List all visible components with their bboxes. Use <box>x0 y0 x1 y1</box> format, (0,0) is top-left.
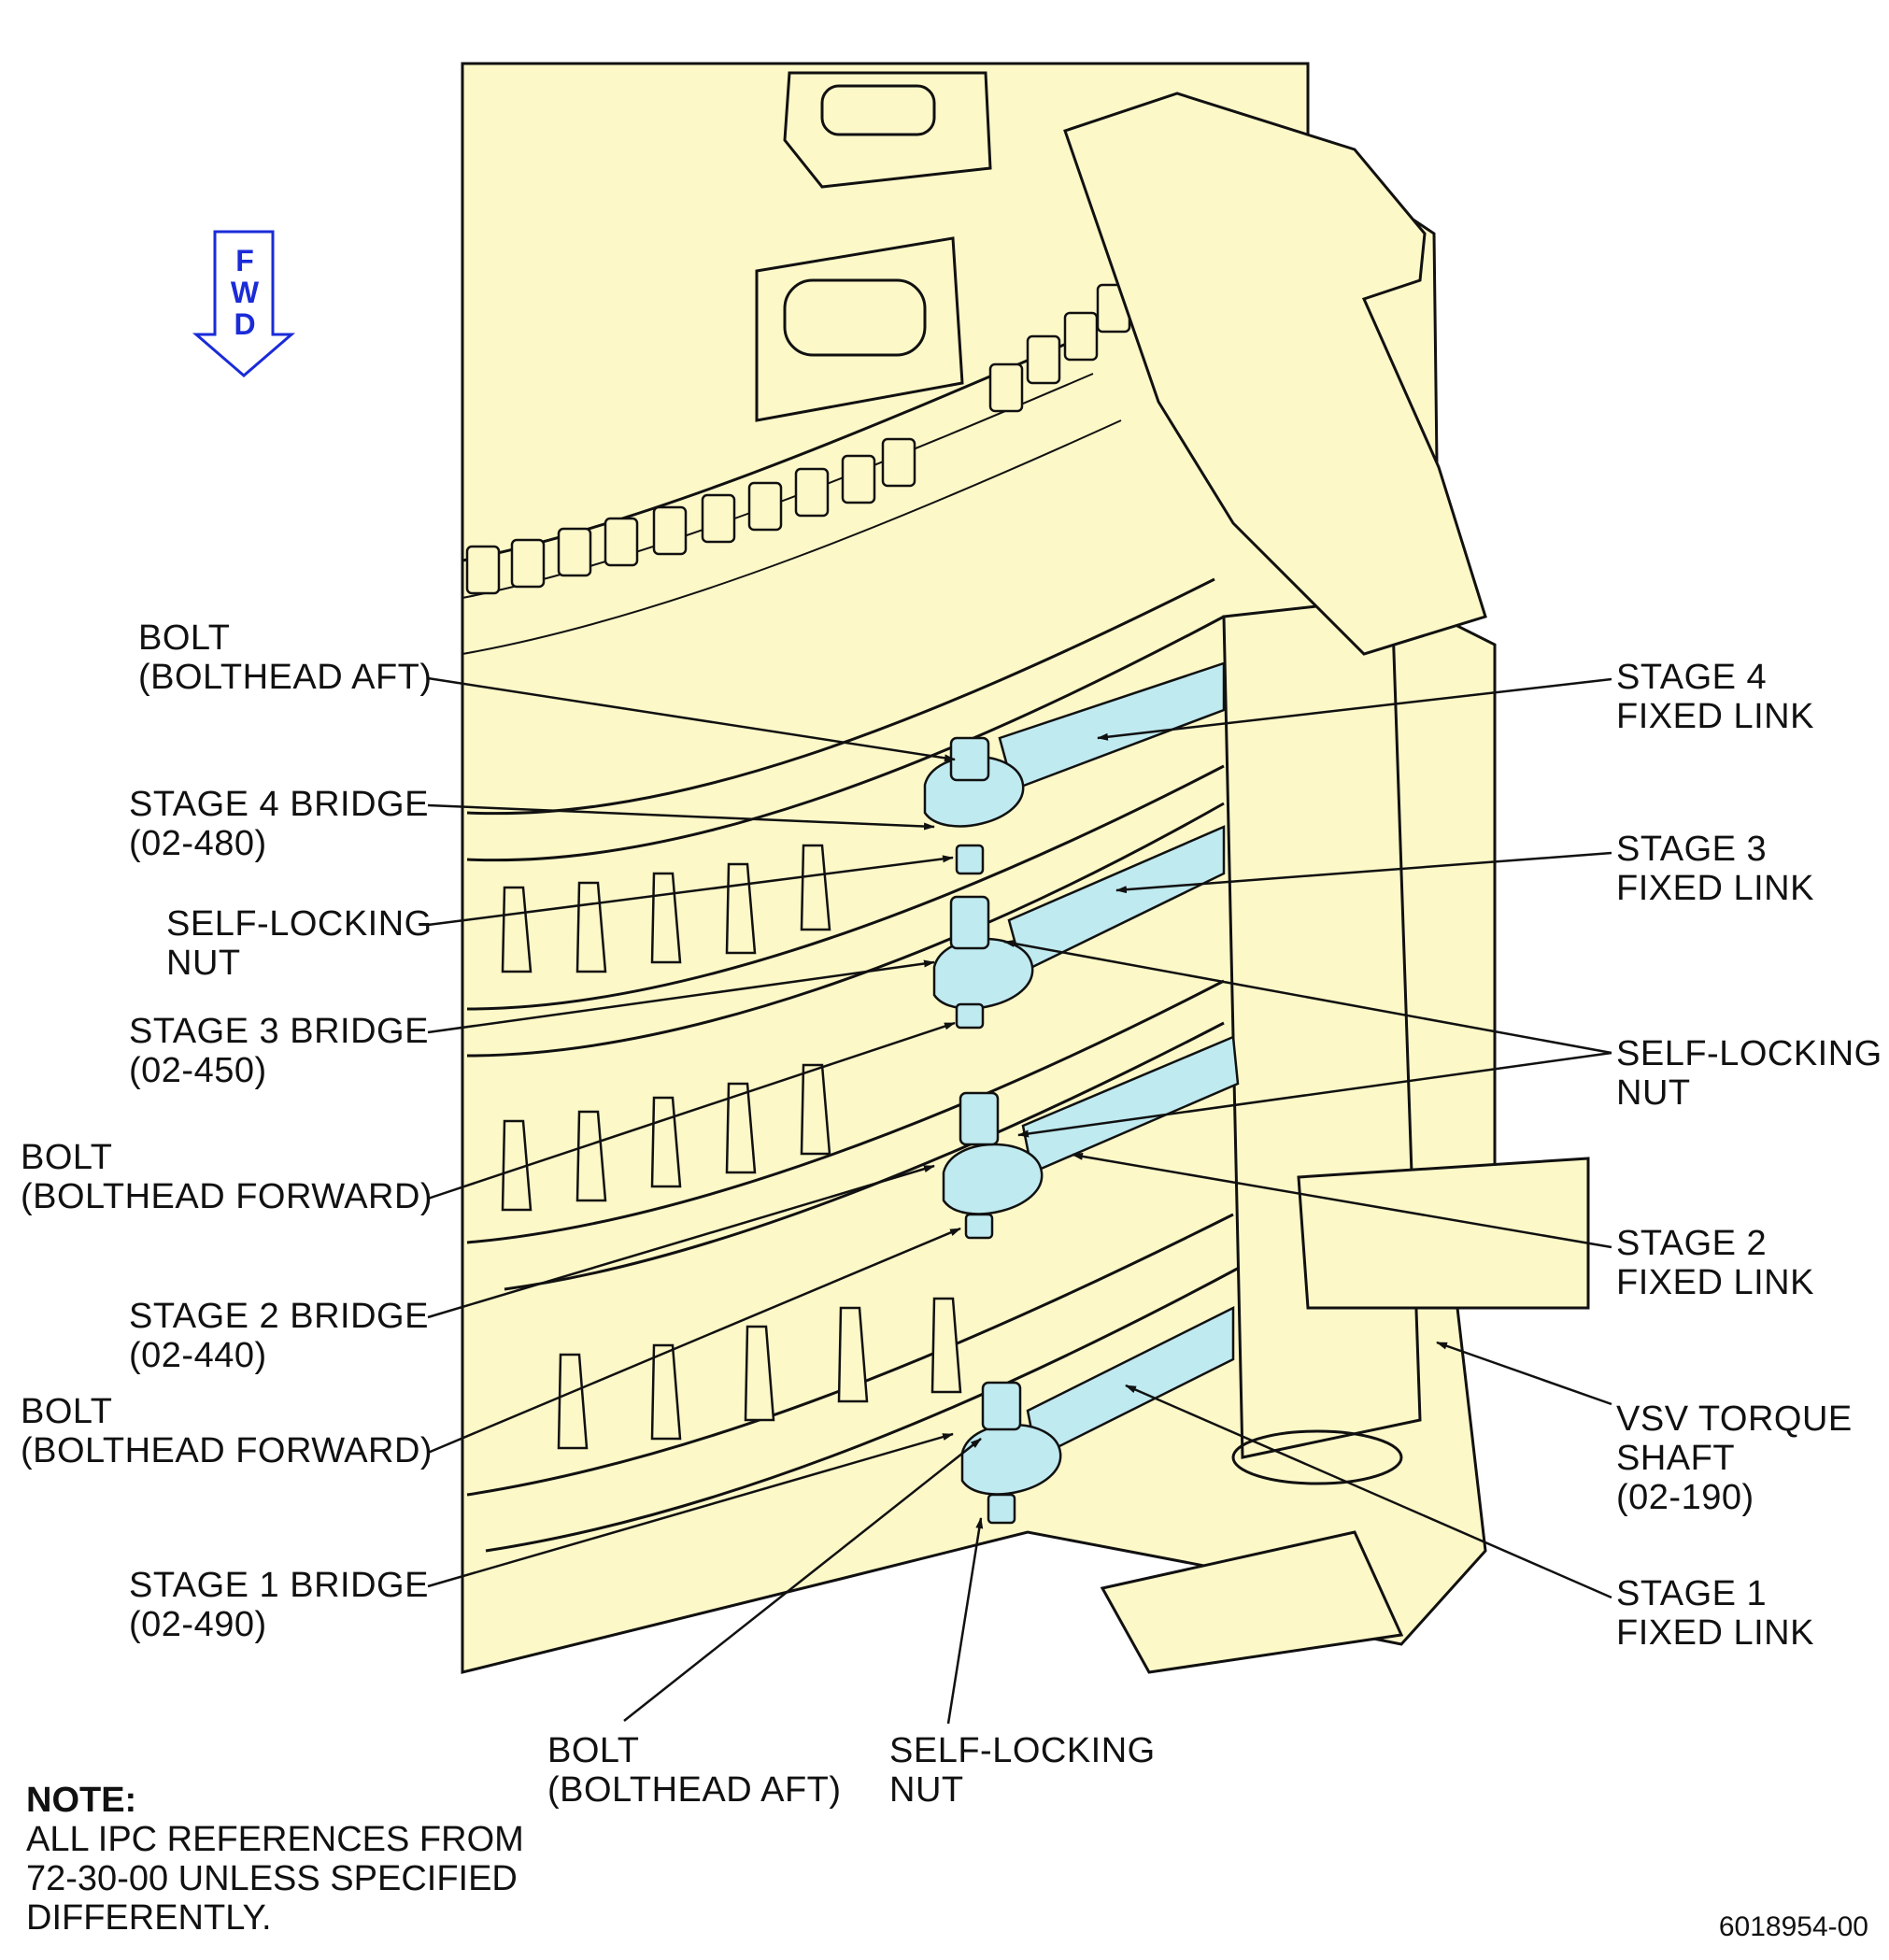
callout-self-locking-nut-left: SELF-LOCKING NUT <box>166 904 433 983</box>
callout-line: SHAFT <box>1616 1439 1736 1478</box>
callout-line: NUT <box>889 1770 964 1810</box>
bridges <box>923 755 1062 1496</box>
fwd-letter: W <box>230 276 260 309</box>
callout-line: (02-450) <box>129 1051 267 1090</box>
callout-line: (BOLTHEAD AFT) <box>547 1770 842 1810</box>
leader-lines <box>427 676 1612 1725</box>
callout-stage-3-bridge: STAGE 3 BRIDGE (02-450) <box>129 1012 429 1090</box>
callout-line: STAGE 1 BRIDGE <box>129 1566 429 1605</box>
upper-bracket <box>1063 92 1487 656</box>
callout-line: FIXED LINK <box>1616 1613 1814 1653</box>
access-plate-upper <box>755 71 992 422</box>
bolts-and-nuts <box>949 736 1022 1525</box>
note-heading: NOTE: <box>26 1781 137 1820</box>
callout-bolt-bolthead-aft-lower: BOLT (BOLTHEAD AFT) <box>547 1731 842 1810</box>
callout-line: VSV TORQUE <box>1616 1399 1853 1439</box>
callout-bolt-bolthead-forward-lower: BOLT (BOLTHEAD FORWARD) <box>21 1392 433 1470</box>
callout-line: (BOLTHEAD FORWARD) <box>21 1431 433 1470</box>
callout-stage-3-fixed-link: STAGE 3 FIXED LINK <box>1616 830 1814 908</box>
callout-line: STAGE 3 <box>1616 830 1768 869</box>
callout-vsv-torque-shaft: VSV TORQUE SHAFT (02-190) <box>1616 1399 1853 1517</box>
callout-stage-4-bridge: STAGE 4 BRIDGE (02-480) <box>129 785 429 863</box>
callout-line: FIXED LINK <box>1616 697 1814 736</box>
callout-line: STAGE 2 <box>1616 1224 1768 1263</box>
callout-line: BOLT <box>547 1731 640 1770</box>
callout-line: SELF-LOCKING <box>1616 1034 1882 1073</box>
callout-stage-1-bridge: STAGE 1 BRIDGE (02-490) <box>129 1566 429 1644</box>
callout-line: STAGE 2 BRIDGE <box>129 1297 429 1336</box>
callout-line: BOLT <box>21 1138 113 1177</box>
callout-line: STAGE 4 BRIDGE <box>129 785 429 824</box>
callout-line: FIXED LINK <box>1616 1263 1814 1302</box>
fwd-letter: F <box>235 244 254 277</box>
callout-line: STAGE 1 <box>1616 1574 1768 1613</box>
callout-line: (02-440) <box>129 1336 267 1375</box>
callout-line: (02-490) <box>129 1605 267 1644</box>
callout-line: (02-480) <box>129 824 267 863</box>
figure-number: 6018954-00 <box>1718 1911 1868 1942</box>
vsv-lever-arms <box>501 844 962 1450</box>
actuation-rings <box>466 577 1243 1553</box>
callout-line: (BOLTHEAD FORWARD) <box>21 1177 433 1216</box>
note-line: 72-30-00 UNLESS SPECIFIED <box>26 1859 518 1898</box>
callout-bolt-bolthead-aft-upper: BOLT (BOLTHEAD AFT) <box>138 618 433 697</box>
callout-line: NUT <box>1616 1073 1691 1113</box>
callout-stage-1-fixed-link: STAGE 1 FIXED LINK <box>1616 1574 1814 1653</box>
note-line: DIFFERENTLY. <box>26 1898 272 1938</box>
fwd-arrow-icon <box>192 230 296 377</box>
callout-line: BOLT <box>138 618 231 658</box>
callout-self-locking-nut-right: SELF-LOCKING NUT <box>1616 1034 1882 1113</box>
fwd-letter: D <box>234 307 256 341</box>
callout-line: (BOLTHEAD AFT) <box>138 658 433 697</box>
note-line: ALL IPC REFERENCES FROM <box>26 1820 524 1859</box>
callout-line: STAGE 3 BRIDGE <box>129 1012 429 1051</box>
callout-line: NUT <box>166 944 241 983</box>
callout-line: FIXED LINK <box>1616 869 1814 908</box>
callout-line: SELF-LOCKING <box>166 904 433 944</box>
callout-line: SELF-LOCKING <box>889 1731 1156 1770</box>
callout-line: BOLT <box>21 1392 113 1431</box>
note-block: NOTE: ALL IPC REFERENCES FROM 72-30-00 U… <box>26 1781 524 1938</box>
callout-line: (02-190) <box>1616 1478 1754 1517</box>
stage-2-bridge-shape <box>942 1143 1044 1215</box>
callout-self-locking-nut-bottom: SELF-LOCKING NUT <box>889 1731 1156 1810</box>
callout-stage-4-fixed-link: STAGE 4 FIXED LINK <box>1616 658 1814 736</box>
callout-bolt-bolthead-forward-upper: BOLT (BOLTHEAD FORWARD) <box>21 1138 433 1216</box>
callout-stage-2-fixed-link: STAGE 2 FIXED LINK <box>1616 1224 1814 1302</box>
flange-bolt-row <box>465 283 1131 595</box>
fwd-label: F W D <box>226 245 263 340</box>
callout-stage-2-bridge: STAGE 2 BRIDGE (02-440) <box>129 1297 429 1375</box>
callout-line: STAGE 4 <box>1616 658 1768 697</box>
